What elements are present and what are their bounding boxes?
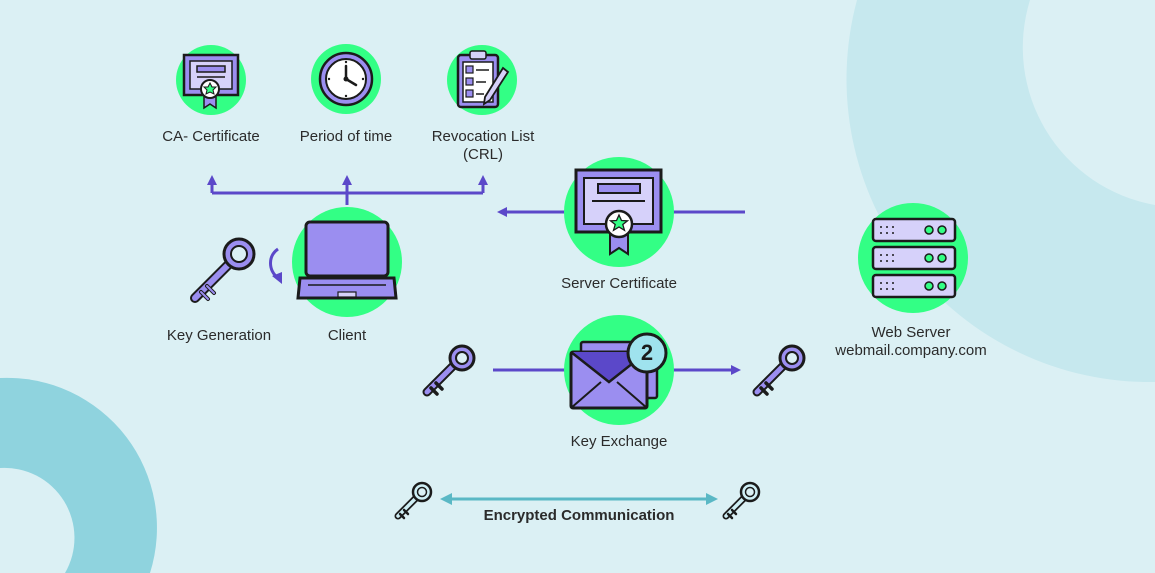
key-icon: [722, 481, 761, 520]
revocation-list-label: Revocation List: [431, 128, 535, 145]
key-icon: [394, 481, 433, 520]
envelope-icon: [564, 315, 674, 425]
validation-connector: [207, 175, 488, 205]
web-server-label: Web Server: [871, 324, 951, 341]
key-icon: [422, 344, 476, 397]
server-certificate-icon: [564, 157, 674, 267]
revocation-list-sublabel: (CRL): [463, 146, 503, 163]
key-generation-label: Key Generation: [166, 327, 272, 344]
server-certificate-label: Server Certificate: [561, 275, 677, 292]
key-icon: [190, 237, 256, 303]
server-rack-icon: [858, 203, 968, 313]
client-label: Client: [327, 327, 367, 344]
clipboard-checklist-icon: [447, 45, 517, 115]
clock-icon: [311, 44, 381, 114]
ca-certificate-label: CA- Certificate: [162, 128, 260, 145]
encrypted-communication-label: Encrypted Communication: [483, 507, 675, 524]
web-server-hostname: webmail.company.com: [835, 342, 987, 359]
key-icon: [752, 344, 806, 397]
key-exchange-badge-number: 2: [640, 340, 654, 365]
period-of-time-label: Period of time: [299, 128, 393, 145]
key-exchange-label: Key Exchange: [570, 433, 668, 450]
generation-arrow-icon: [269, 247, 282, 284]
laptop-icon: [292, 207, 402, 317]
ca-certificate-icon: [176, 45, 246, 115]
